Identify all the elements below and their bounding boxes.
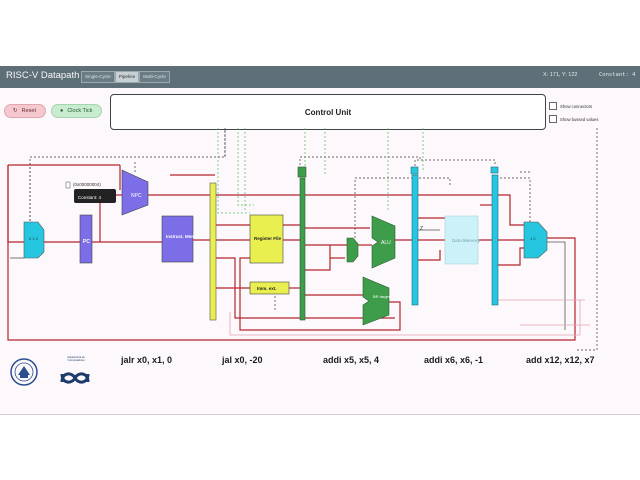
pc-label: PC: [83, 239, 90, 245]
show-bussed-checkbox[interactable]: Show bussed values: [549, 115, 598, 123]
constant-tooltip: (0x00000004) Constant: 4: [65, 181, 116, 203]
constant-readout: Constant: 4: [599, 72, 636, 78]
if-id-register[interactable]: [209, 182, 217, 321]
stage-wb-instruction: add x12, x12, x7: [526, 355, 595, 365]
reset-label: Reset: [21, 108, 36, 114]
ex-mem-control: [410, 166, 419, 175]
clock-tick-button[interactable]: ● Clock Tick: [51, 104, 102, 118]
stage-ex-instruction: addi x5, x5, 4: [323, 355, 380, 365]
npc-label: NPC: [131, 193, 142, 199]
checkbox-box[interactable]: [549, 102, 557, 110]
id-ex-register[interactable]: [299, 177, 306, 321]
alu[interactable]: ALU: [371, 215, 396, 269]
ex-mem-register[interactable]: [411, 174, 419, 306]
data-wires: [7, 164, 576, 341]
tab-single-cycle[interactable]: Single-Cycle: [81, 71, 115, 83]
tooltip-constant: Constant: 4: [78, 195, 102, 200]
pc-register[interactable]: PC: [79, 214, 93, 264]
id-ex-control: [297, 166, 307, 178]
zero-flag-label: Z: [420, 226, 423, 232]
br-target-adder[interactable]: BR target: [362, 276, 391, 326]
control-unit[interactable]: Control Unit: [110, 94, 546, 130]
data-memory[interactable]: Data Memory: [444, 215, 481, 265]
mem-wb-control: [490, 166, 499, 174]
mode-tabs: Single-Cycle Pipeline Multi-Cycle: [81, 71, 170, 83]
imm-ext[interactable]: Imm. ext.: [249, 281, 290, 295]
stage-id-instruction: jal x0, -20: [222, 355, 263, 365]
instr-mem-label: Instruct. Memory: [166, 234, 203, 239]
control-lines-green: [217, 128, 424, 214]
stage-mem-instruction: addi x6, x6, -1: [424, 355, 484, 365]
register-file[interactable]: Register File: [249, 214, 284, 264]
reg-file-label: Register File: [254, 236, 282, 241]
tooltip-value: (0x00000004): [73, 182, 101, 187]
instruction-memory[interactable]: Instruct. Memory: [161, 215, 203, 263]
stage-if-instruction: jalr x0, x1, 0: [121, 355, 173, 365]
show-bussed-label: Show bussed values: [560, 116, 599, 122]
imm-ext-label: Imm. ext.: [257, 286, 277, 291]
department-name: Arquitectura de Computadores: [67, 356, 85, 362]
alu-label: ALU: [381, 240, 391, 246]
tab-multi-cycle[interactable]: Multi-Cycle: [139, 71, 170, 83]
pc-mux-label: 0 1 2: [29, 236, 39, 241]
clock-tick-label: Clock Tick: [67, 108, 93, 114]
show-connectors-checkbox[interactable]: Show connectors: [549, 102, 592, 110]
data-mem-label: Data Memory: [452, 238, 481, 243]
university-seal-logo: [10, 358, 38, 386]
br-target-label: BR target: [373, 294, 391, 299]
pink-traces: [229, 299, 590, 336]
control-lines: [29, 128, 598, 351]
app-title: RISC-V Datapath: [6, 70, 80, 81]
control-unit-label: Control Unit: [304, 107, 352, 117]
department-logo: [60, 372, 90, 384]
npc-adder[interactable]: NPC: [121, 169, 149, 216]
tab-pipeline[interactable]: Pipeline: [114, 71, 140, 83]
checkbox-box[interactable]: [549, 115, 557, 123]
reset-icon: ↻: [13, 108, 18, 114]
show-connectors-label: Show connectors: [560, 103, 593, 109]
clock-icon: ●: [60, 108, 64, 114]
writeback-mux[interactable]: 1 0: [523, 221, 548, 259]
top-bar: RISC-V Datapath Single-Cycle Pipeline Mu…: [0, 66, 640, 88]
pc-mux[interactable]: 0 1 2: [23, 221, 45, 259]
reset-button[interactable]: ↻ Reset: [4, 104, 46, 118]
address-wires: [10, 229, 566, 330]
wb-mux-label: 1 0: [530, 236, 536, 241]
mem-wb-register[interactable]: [491, 174, 499, 306]
cursor-coordinates: X: 171, Y: 122: [543, 72, 578, 78]
alu-src-mux[interactable]: [346, 237, 359, 263]
